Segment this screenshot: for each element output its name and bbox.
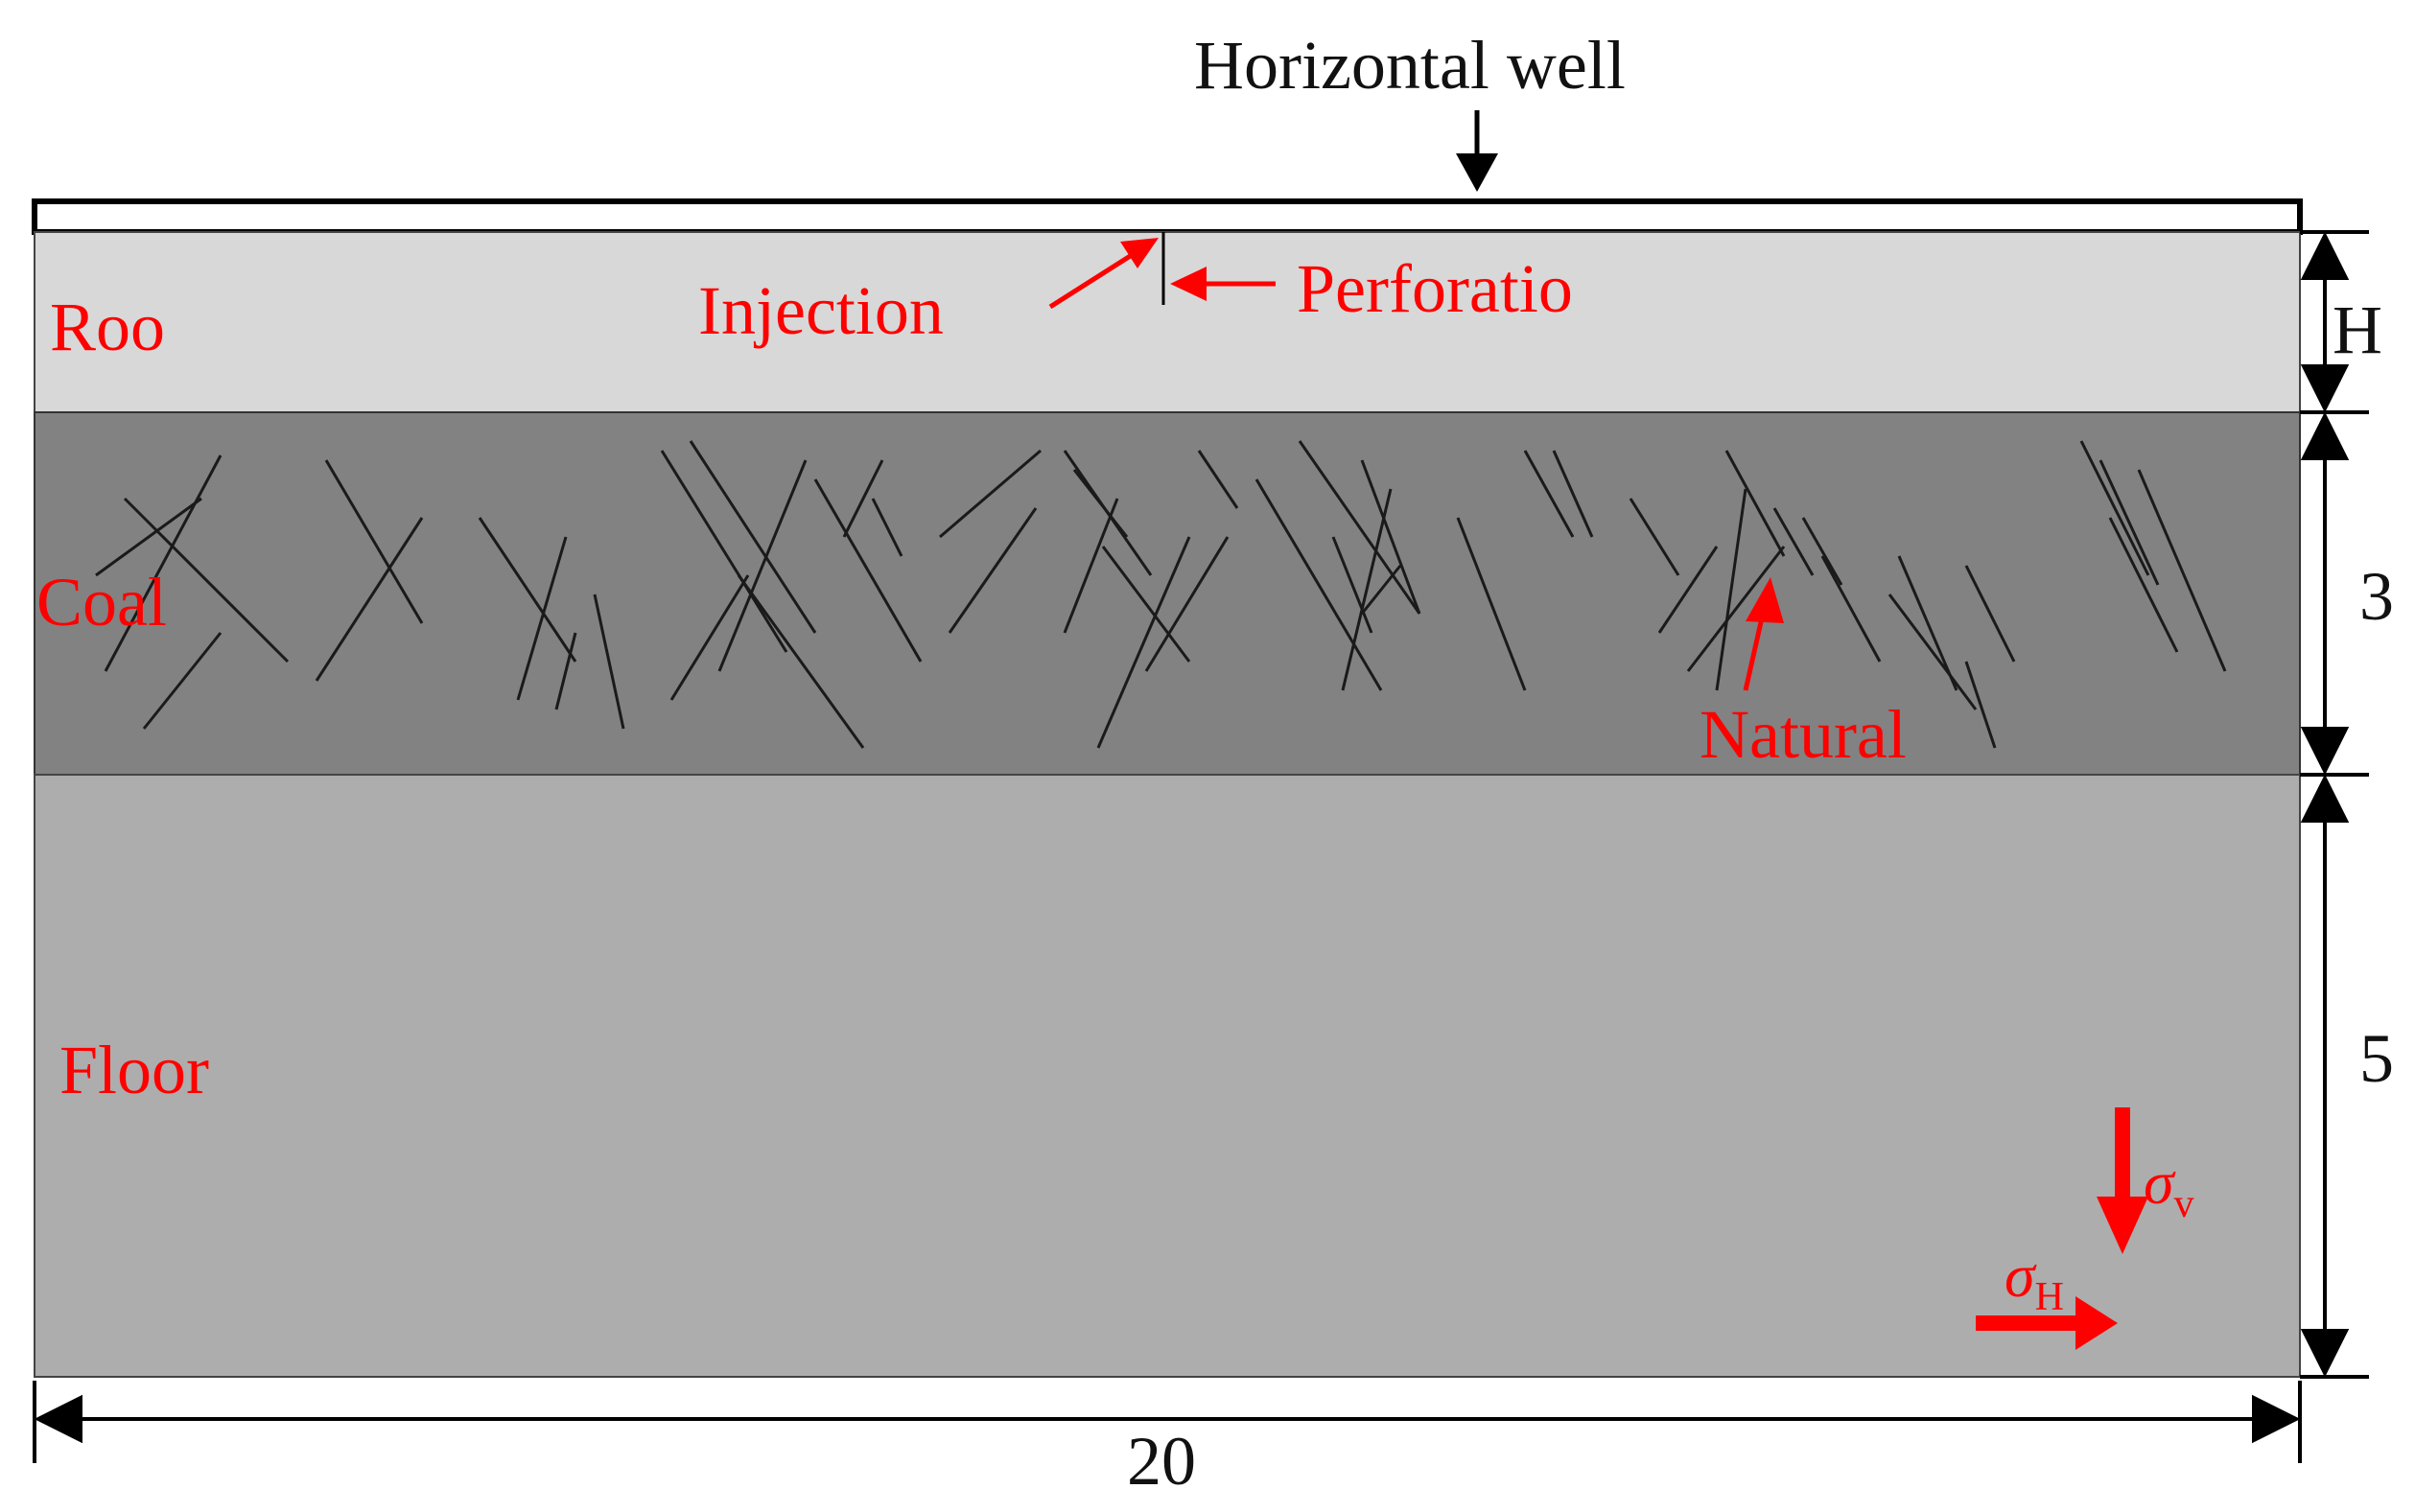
vertical-stress-arrow [2097, 1107, 2148, 1254]
fracture-line [2079, 440, 2150, 576]
fracture-line [1456, 517, 1527, 691]
natural-label: Natural [1700, 696, 1907, 773]
fracture-line [1101, 546, 1191, 663]
roof-label: Roo [50, 289, 165, 365]
fracture-line [1552, 450, 1594, 538]
fracture-line [2137, 469, 2227, 672]
fracture-line [939, 449, 1042, 539]
fracture-line [1964, 661, 1997, 749]
floor-layer [34, 774, 2301, 1378]
fracture-line [1772, 507, 1815, 576]
fracture-line [1629, 498, 1680, 576]
fracture-line [737, 574, 865, 749]
well-bore [32, 198, 2303, 235]
fracture-line [123, 497, 290, 663]
fracture-line [1331, 536, 1373, 634]
fracture-line [1686, 546, 1786, 672]
fracture-line [1715, 488, 1747, 691]
fracture-line [1724, 450, 1786, 557]
fracture-line [2098, 459, 2160, 586]
fracture-line [1063, 498, 1119, 634]
coal-dimension [2300, 410, 2369, 776]
fracture-line [1820, 555, 1882, 663]
fracture-line [1254, 478, 1383, 691]
fracture-line [1887, 593, 1978, 710]
perforation-arrow-head [1170, 267, 1207, 301]
fracture-line [948, 507, 1038, 634]
fracture-line [324, 459, 424, 624]
roof-layer [34, 231, 2301, 413]
fracture-line [1341, 488, 1393, 691]
fracture-line [554, 632, 577, 710]
natural-arrow-shaft [1743, 613, 1766, 691]
fracture-line [1801, 517, 1843, 586]
fracture-line [1657, 546, 1719, 634]
fracture-line [1197, 450, 1239, 509]
horizontal-stress-arrow [1976, 1296, 2118, 1350]
horizontal-stress-label: σH [2005, 1242, 2064, 1319]
fracture-line [2108, 517, 2179, 653]
natural-fractures [95, 440, 2227, 749]
fracture-line [478, 517, 577, 663]
fracture-line [593, 593, 625, 730]
well-label: Horizontal well [1194, 27, 1626, 104]
fracture-line [1523, 450, 1575, 538]
fracture-line [516, 536, 568, 701]
fracture-line [1360, 459, 1421, 615]
width-dimension-label: 20 [1127, 1423, 1196, 1500]
injection-label: Injection [698, 272, 944, 349]
fracture-line [842, 459, 884, 538]
fracture-line [104, 454, 223, 672]
roof-dimension [2300, 230, 2369, 413]
floor-dimension [2300, 773, 2369, 1379]
fracture-line [717, 459, 808, 672]
injection-arrow-head [1120, 238, 1159, 268]
coal-dimension-label: 3 [2359, 558, 2394, 635]
fracture-line [315, 517, 424, 682]
fracture-line [813, 478, 923, 663]
width-dimension [33, 1381, 2302, 1463]
injection-arrow-shaft [1048, 252, 1134, 310]
fracture-line [1298, 440, 1421, 615]
fracture-line [1360, 565, 1402, 615]
fracture-line [1144, 536, 1230, 672]
floor-dimension-label: 5 [2359, 1020, 2394, 1097]
fracture-line [1096, 536, 1191, 749]
vertical-stress-label: σv [2144, 1149, 2194, 1226]
fracture-line [95, 497, 202, 577]
fracture-line [660, 450, 788, 653]
well-arrow-head [1456, 153, 1498, 192]
fracture-line [1897, 555, 1958, 691]
fracture-line [871, 498, 903, 557]
coal-label: Coal [36, 564, 167, 640]
fracture-line [669, 574, 750, 701]
fracture-line [1964, 565, 2016, 663]
coal-layer [34, 411, 2301, 776]
natural-arrow-head [1746, 577, 1784, 623]
floor-label: Floor [59, 1032, 209, 1108]
fracture-line [142, 632, 223, 730]
roof-dimension-label: H [2333, 291, 2382, 368]
fracture-line [689, 440, 817, 634]
fracture-line [1072, 469, 1129, 538]
perforation-label: Perforatio [1297, 250, 1573, 327]
